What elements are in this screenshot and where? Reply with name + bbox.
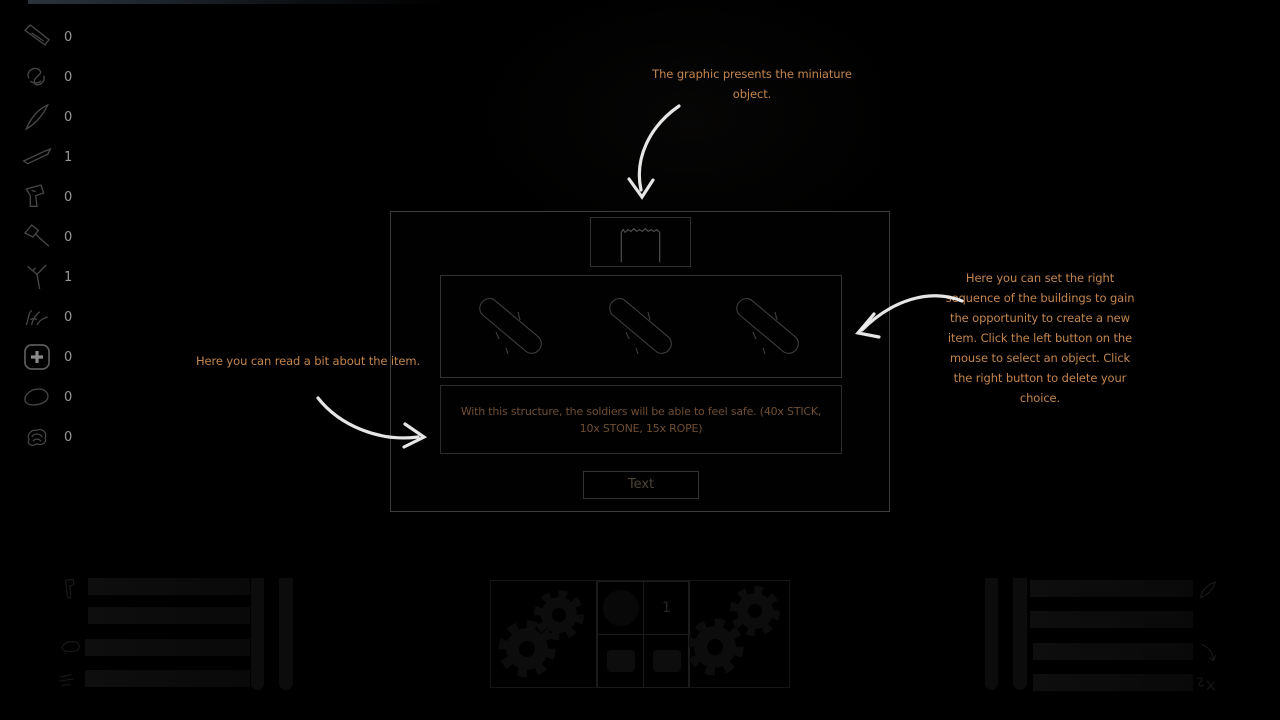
- meter-icon-stone: [61, 641, 80, 653]
- crafting-dialog: With this structure, the soldiers will b…: [390, 211, 890, 512]
- feather-icon: [25, 103, 49, 131]
- grass-icon: [25, 309, 48, 326]
- item-count: 0: [64, 229, 73, 245]
- item-description-box: With this structure, the soldiers will b…: [440, 385, 842, 454]
- slingshot-icon: [27, 264, 47, 290]
- resource-bar: [1030, 611, 1193, 628]
- inventory-item-hand-axe[interactable]: 0: [18, 180, 98, 214]
- item-count: 0: [64, 109, 73, 125]
- resource-bar: [1033, 674, 1193, 691]
- knife-icon: [23, 24, 50, 46]
- inventory-item-slingshot[interactable]: 1: [18, 260, 98, 294]
- tutorial-note-description: Here you can read a bit about the item.: [196, 354, 421, 368]
- bottom-center-panel: 1: [490, 580, 790, 688]
- sequence-slot-3[interactable]: [713, 286, 823, 368]
- chip-token: [606, 650, 635, 672]
- rope-icon: [27, 67, 45, 86]
- meter-icon-leaf: [1199, 581, 1217, 599]
- add-icon: [24, 344, 50, 370]
- sequence-slots-panel: [440, 275, 842, 378]
- sequence-slot-1[interactable]: [456, 286, 566, 368]
- gears-icon: [686, 586, 780, 676]
- mini-crafting-grid: 1: [596, 581, 690, 688]
- meter-icon-mark: [1197, 677, 1216, 691]
- resource-bar: [85, 639, 250, 656]
- inventory-item-knife[interactable]: 0: [18, 20, 98, 54]
- bush-icon: [27, 429, 47, 446]
- grid-cell-chip[interactable]: [597, 634, 644, 688]
- text-button[interactable]: Text: [583, 471, 699, 499]
- resource-bar: [88, 578, 250, 595]
- inventory-item-rope[interactable]: 0: [18, 60, 98, 94]
- chip-token: [652, 650, 681, 672]
- grid-cell-count[interactable]: 1: [643, 581, 690, 635]
- vertical-meter: [251, 578, 264, 690]
- meter-icon-scribble: [59, 674, 74, 687]
- stone-icon: [24, 388, 49, 406]
- grid-cell-chip[interactable]: [643, 634, 690, 688]
- inventory-item-stone[interactable]: 0: [18, 380, 98, 414]
- gears-button-right[interactable]: [686, 581, 789, 687]
- horizon-light-strip: [28, 0, 448, 4]
- resource-bar: [1033, 643, 1193, 660]
- item-count: 0: [64, 309, 73, 325]
- sequence-slot-2[interactable]: [586, 286, 696, 368]
- vertical-meter: [1013, 578, 1027, 690]
- circle-token: [602, 590, 639, 626]
- tutorial-note-miniature: The graphic presents the miniature objec…: [652, 67, 852, 101]
- gears-button-left[interactable]: [491, 581, 596, 687]
- inventory-item-feather[interactable]: 0: [18, 100, 98, 134]
- item-count: 0: [64, 69, 73, 85]
- item-count: 1: [64, 149, 73, 165]
- vertical-meter: [985, 578, 998, 690]
- item-count: 0: [64, 389, 73, 405]
- stick-icon: [736, 298, 799, 355]
- inventory-item-grass[interactable]: 0: [18, 300, 98, 334]
- item-count: 0: [64, 189, 73, 205]
- arrow-to-preview: [627, 104, 681, 200]
- inventory-item-hammer[interactable]: 0: [18, 220, 98, 254]
- resource-bar: [88, 607, 250, 624]
- resource-bar: [85, 670, 250, 687]
- grid-cell-circle[interactable]: [597, 581, 644, 635]
- meter-icon-hook: [1201, 643, 1217, 662]
- stick-icon: [479, 298, 542, 355]
- item-count: 0: [64, 349, 73, 365]
- palisade-icon: [620, 227, 661, 263]
- hand-axe-icon: [25, 184, 45, 207]
- miniature-preview: [590, 217, 691, 267]
- hammer-icon: [23, 224, 50, 247]
- item-count: 0: [64, 29, 73, 45]
- inventory-item-spear[interactable]: 1: [18, 140, 98, 174]
- spear-icon: [22, 147, 52, 165]
- vertical-meter: [279, 578, 293, 690]
- item-description: With this structure, the soldiers will b…: [460, 404, 822, 435]
- inventory-item-bush[interactable]: 0: [18, 420, 98, 454]
- gears-icon: [498, 590, 584, 678]
- tutorial-note-sequence: Here you can set the right sequence of t…: [945, 271, 1135, 405]
- meter-icon-axe: [64, 578, 75, 599]
- inventory-add-slot[interactable]: 0: [18, 340, 98, 374]
- grid-count: 1: [662, 600, 671, 616]
- item-count: 0: [64, 429, 73, 445]
- stick-icon: [609, 298, 672, 355]
- item-count: 1: [64, 269, 73, 285]
- resource-bar: [1030, 580, 1193, 597]
